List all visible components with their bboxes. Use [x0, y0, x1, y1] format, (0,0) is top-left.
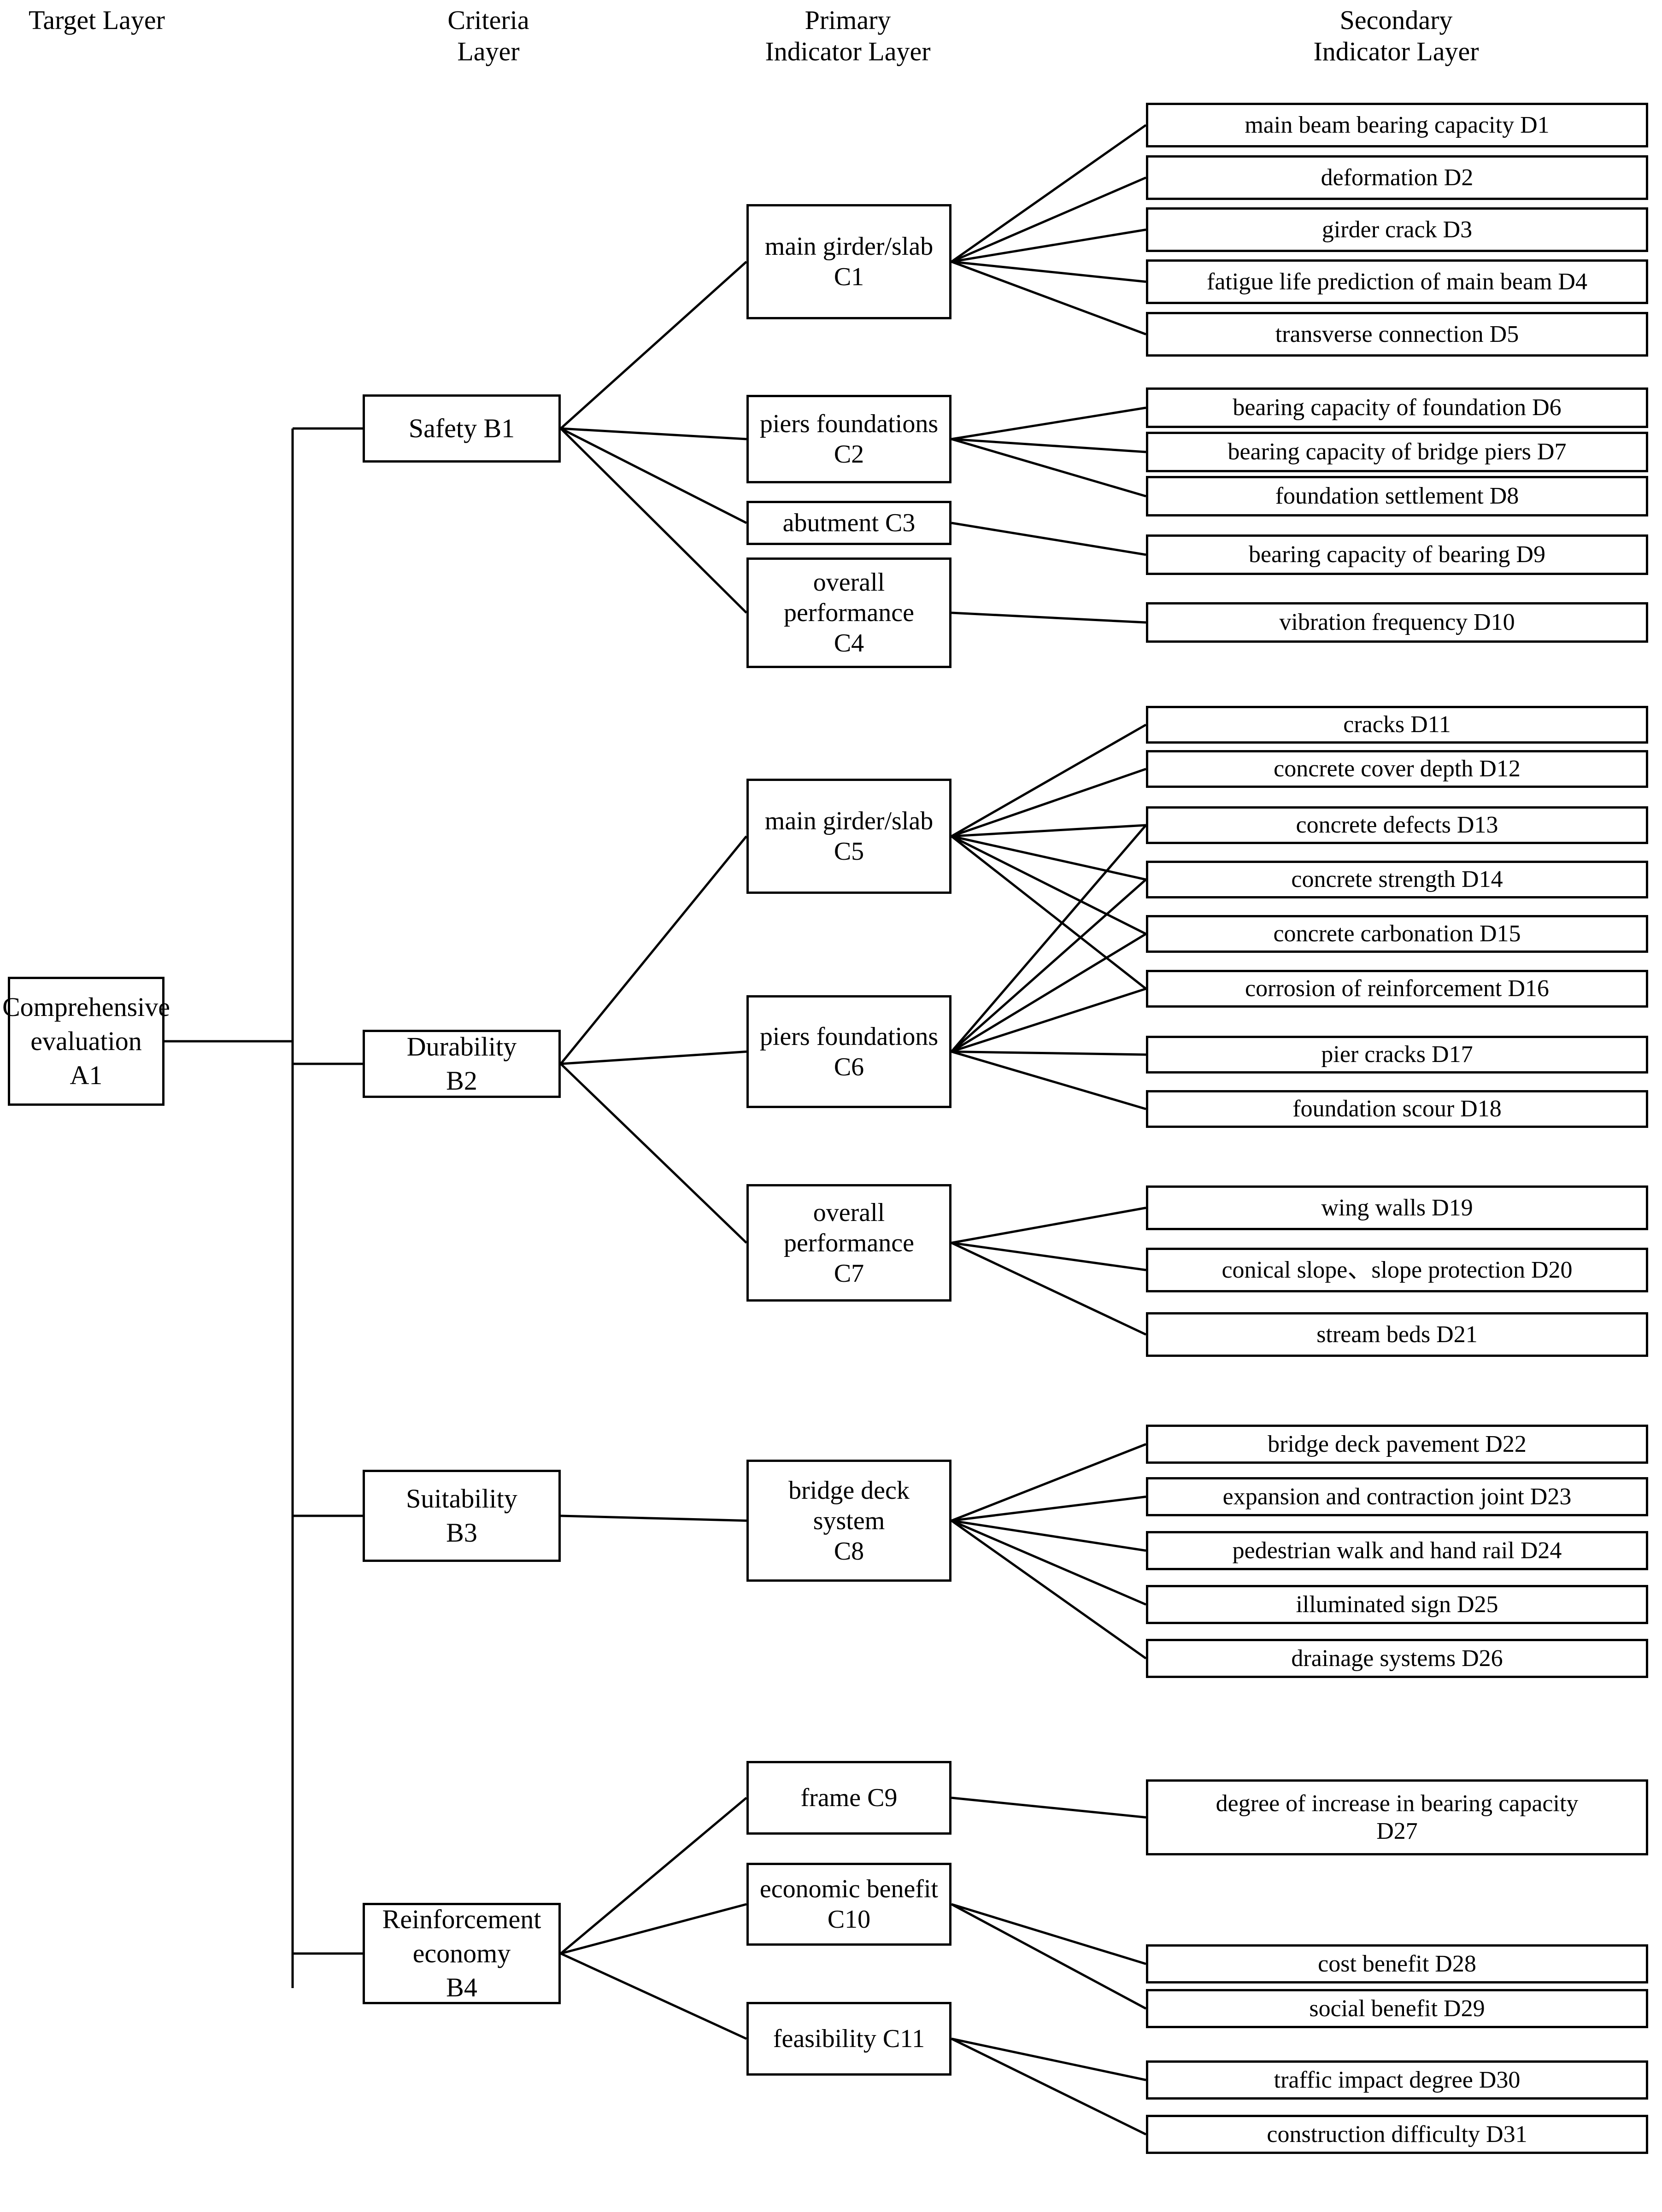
node-secondary-d22[interactable]: bridge deck pavement D22 — [1146, 1425, 1648, 1464]
node-target-a1[interactable]: Comprehensive evaluation A1 — [2, 977, 170, 1106]
node-secondary-d5[interactable]: transverse connection D5 — [1146, 312, 1648, 357]
node-secondary-d7[interactable]: bearing capacity of bridge piers D7 — [1146, 432, 1648, 472]
edge-b3-c8 — [560, 1514, 747, 1522]
node-primary-c7[interactable]: overall performance C7 — [746, 1184, 951, 1302]
node-secondary-d14[interactable]: concrete strength D14 — [1146, 861, 1648, 898]
edge-c5-d13 — [951, 824, 1146, 838]
edge-c4-d10 — [951, 611, 1146, 624]
edge-c6-d15 — [951, 933, 1147, 1053]
node-secondary-d11[interactable]: cracks D11 — [1146, 706, 1648, 744]
node-secondary-d10[interactable]: vibration frequency D10 — [1146, 602, 1648, 643]
node-primary-c8[interactable]: bridge deck system C8 — [746, 1460, 951, 1582]
edge-b2-c7 — [560, 1063, 747, 1244]
edge-c1-d2 — [951, 176, 1146, 263]
edge-b1-c1 — [560, 261, 747, 429]
edge-c9-d27 — [951, 1796, 1146, 1819]
node-secondary-d6[interactable]: bearing capacity of foundation D6 — [1146, 387, 1648, 428]
node-secondary-d29[interactable]: social benefit D29 — [1146, 1989, 1648, 2028]
node-secondary-d21[interactable]: stream beds D21 — [1146, 1312, 1648, 1357]
edge-b4-c9 — [560, 1797, 747, 1954]
node-primary-c3[interactable]: abutment C3 — [746, 501, 951, 545]
edge-c6-d13 — [951, 824, 1147, 1053]
edge-c8-d22 — [951, 1443, 1146, 1522]
edge-c1-d1 — [951, 124, 1147, 263]
edge-c2-d6 — [951, 406, 1146, 440]
edge-c5-d14 — [951, 835, 1146, 881]
edge-b1-c2 — [560, 427, 747, 440]
node-secondary-d12[interactable]: concrete cover depth D12 — [1146, 750, 1648, 788]
edge-b2-c6 — [560, 1050, 747, 1065]
node-primary-c6[interactable]: piers foundations C6 — [746, 995, 951, 1108]
node-secondary-d1[interactable]: main beam bearing capacity D1 — [1146, 103, 1648, 147]
edge-c5-d16 — [951, 835, 1147, 990]
node-secondary-d25[interactable]: illuminated sign D25 — [1146, 1585, 1648, 1624]
edge-c2-d7 — [951, 438, 1146, 453]
edge-b1-c3 — [560, 427, 747, 524]
edge-c1-d3 — [951, 229, 1146, 263]
edge-c11-d30 — [951, 2037, 1146, 2081]
node-criteria-b2[interactable]: Durability B2 — [363, 1030, 561, 1098]
edge-c5-d11 — [951, 723, 1147, 838]
h-target: Target Layer — [29, 5, 165, 35]
node-secondary-d13[interactable]: concrete defects D13 — [1146, 806, 1648, 844]
node-secondary-d9[interactable]: bearing capacity of bearing D9 — [1146, 534, 1648, 575]
node-secondary-d27[interactable]: degree of increase in bearing capacity D… — [1146, 1779, 1648, 1855]
h-criteria: Criteria Layer — [447, 5, 529, 66]
edge-b4-c10 — [560, 1903, 747, 1955]
node-primary-c9[interactable]: frame C9 — [746, 1761, 951, 1835]
edge-c1-d5 — [951, 260, 1146, 335]
node-secondary-d17[interactable]: pier cracks D17 — [1146, 1036, 1648, 1074]
h-secondary: Secondary Indicator Layer — [1313, 5, 1479, 66]
edge-c3-d9 — [951, 522, 1146, 556]
h-primary: Primary Indicator Layer — [765, 5, 931, 66]
edge-b2-c5 — [560, 835, 747, 1065]
edge-c11-d31 — [951, 2037, 1147, 2136]
node-secondary-d31[interactable]: construction difficulty D31 — [1146, 2115, 1648, 2154]
edge-c7-d20 — [951, 1242, 1146, 1271]
node-secondary-d24[interactable]: pedestrian walk and hand rail D24 — [1146, 1531, 1648, 1570]
edge-c6-d17 — [951, 1050, 1146, 1056]
node-secondary-d19[interactable]: wing walls D19 — [1146, 1185, 1648, 1230]
node-criteria-b1[interactable]: Safety B1 — [363, 394, 561, 463]
edge-c8-d24 — [951, 1520, 1146, 1552]
edge-c5-d15 — [951, 835, 1147, 935]
edge-c7-d21 — [951, 1242, 1147, 1336]
node-primary-c2[interactable]: piers foundations C2 — [746, 395, 951, 483]
edge-c8-d26 — [951, 1520, 1147, 1660]
node-primary-c4[interactable]: overall performance C4 — [746, 557, 951, 668]
node-secondary-d4[interactable]: fatigue life prediction of main beam D4 — [1146, 259, 1648, 304]
edge-c10-d28 — [951, 1903, 1146, 1965]
edge-c2-d8 — [951, 438, 1146, 498]
node-secondary-d8[interactable]: foundation settlement D8 — [1146, 476, 1648, 516]
node-primary-c11[interactable]: feasibility C11 — [746, 2002, 951, 2076]
node-primary-c1[interactable]: main girder/slab C1 — [746, 204, 951, 319]
edge-c6-d18 — [951, 1050, 1146, 1110]
edge-c5-d12 — [951, 768, 1146, 838]
node-secondary-d2[interactable]: deformation D2 — [1146, 155, 1648, 200]
node-criteria-b3[interactable]: Suitability B3 — [363, 1470, 561, 1562]
node-secondary-d3[interactable]: girder crack D3 — [1146, 207, 1648, 252]
node-criteria-b4[interactable]: Reinforcement economy B4 — [363, 1903, 561, 2004]
edge-c6-d16 — [951, 987, 1146, 1053]
node-secondary-d30[interactable]: traffic impact degree D30 — [1146, 2060, 1648, 2100]
node-primary-c10[interactable]: economic benefit C10 — [746, 1863, 951, 1946]
edge-c7-d19 — [951, 1207, 1146, 1244]
node-primary-c5[interactable]: main girder/slab C5 — [746, 779, 951, 894]
node-secondary-d18[interactable]: foundation scour D18 — [1146, 1090, 1648, 1128]
node-secondary-d15[interactable]: concrete carbonation D15 — [1146, 915, 1648, 953]
node-secondary-d26[interactable]: drainage systems D26 — [1146, 1639, 1648, 1678]
node-secondary-d28[interactable]: cost benefit D28 — [1146, 1944, 1648, 1983]
node-secondary-d20[interactable]: conical slope、slope protection D20 — [1146, 1248, 1648, 1292]
edge-c1-d4 — [951, 260, 1146, 283]
edge-b4-c11 — [560, 1952, 747, 2040]
edge-c6-d14 — [951, 879, 1147, 1053]
node-secondary-d16[interactable]: corrosion of reinforcement D16 — [1146, 970, 1648, 1008]
edge-b1-c4 — [560, 428, 747, 614]
edge-c8-d25 — [951, 1520, 1146, 1606]
edge-c10-d29 — [951, 1903, 1147, 2010]
edge-c8-d23 — [951, 1496, 1146, 1522]
node-secondary-d23[interactable]: expansion and contraction joint D23 — [1146, 1477, 1648, 1516]
